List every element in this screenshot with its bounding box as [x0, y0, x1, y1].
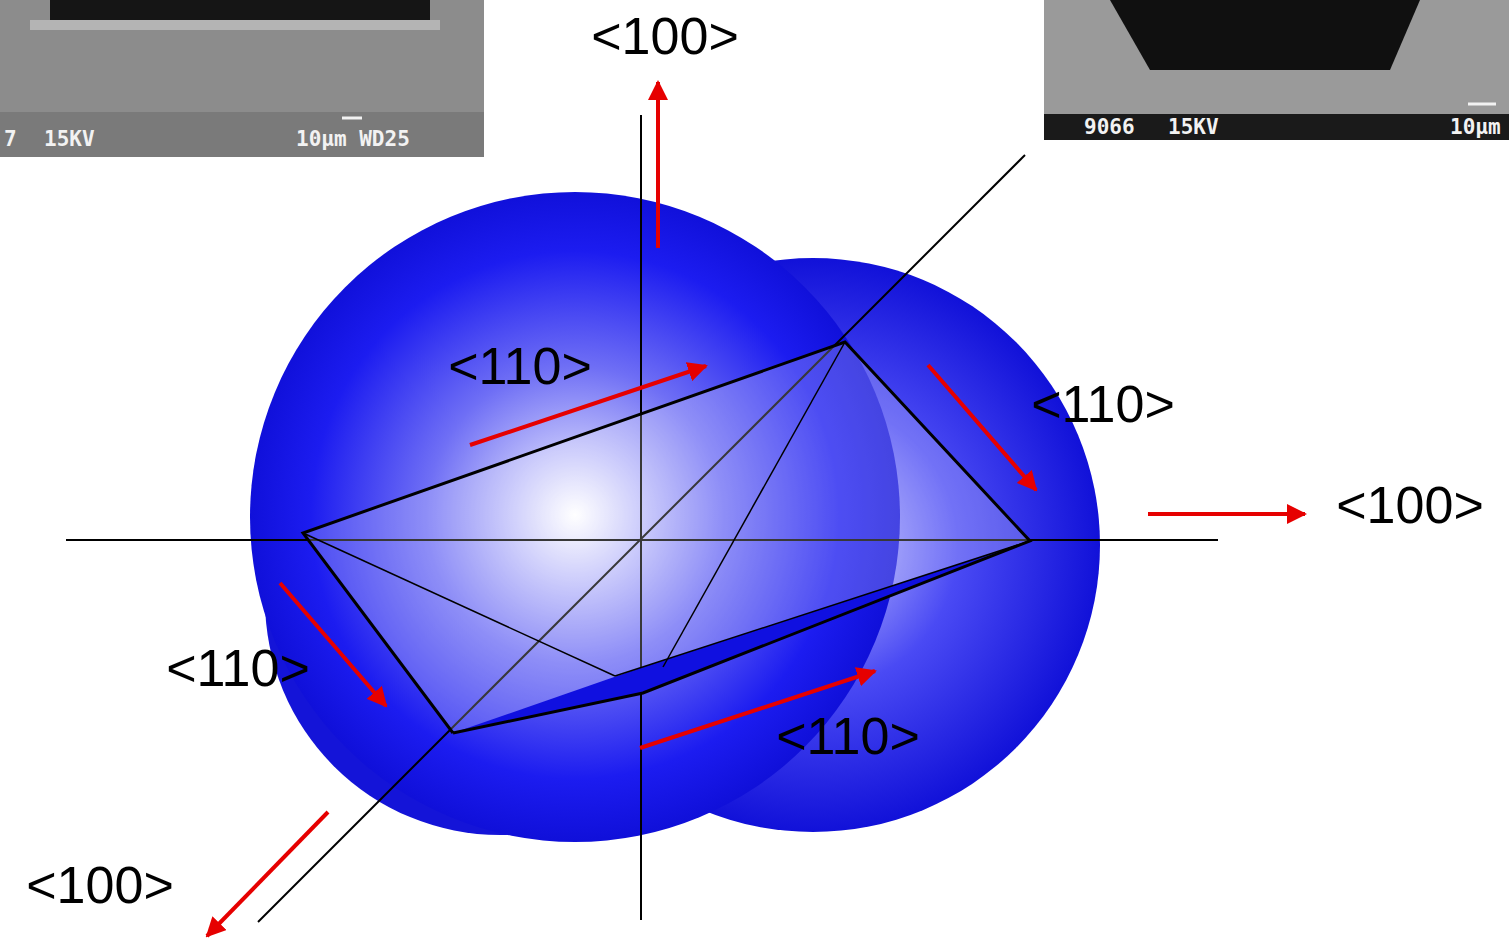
- sem-annotation: 7: [4, 129, 17, 150]
- direction-label: <110>: [1031, 378, 1175, 430]
- direction-label: <110>: [166, 642, 310, 694]
- sem-inset-left: [0, 0, 484, 157]
- sem-inset-right: [1044, 0, 1509, 140]
- direction-label: <110>: [448, 340, 592, 392]
- etch-pyramid: [303, 342, 1030, 733]
- axes: [66, 115, 1218, 922]
- sem-annotation: 15KV: [1168, 117, 1219, 138]
- direction-label: <100>: [26, 859, 174, 911]
- direction-arrows: [207, 82, 1305, 936]
- sem-annotation: 10μm WD25: [296, 129, 410, 150]
- sem-annotation: 15KV: [44, 129, 95, 150]
- sem-annotation: 10μm: [1450, 117, 1501, 138]
- direction-label: <100>: [1336, 479, 1484, 531]
- direction-label: <100>: [591, 10, 739, 62]
- direction-label: <110>: [776, 710, 920, 762]
- sem-annotation: 9066: [1084, 117, 1135, 138]
